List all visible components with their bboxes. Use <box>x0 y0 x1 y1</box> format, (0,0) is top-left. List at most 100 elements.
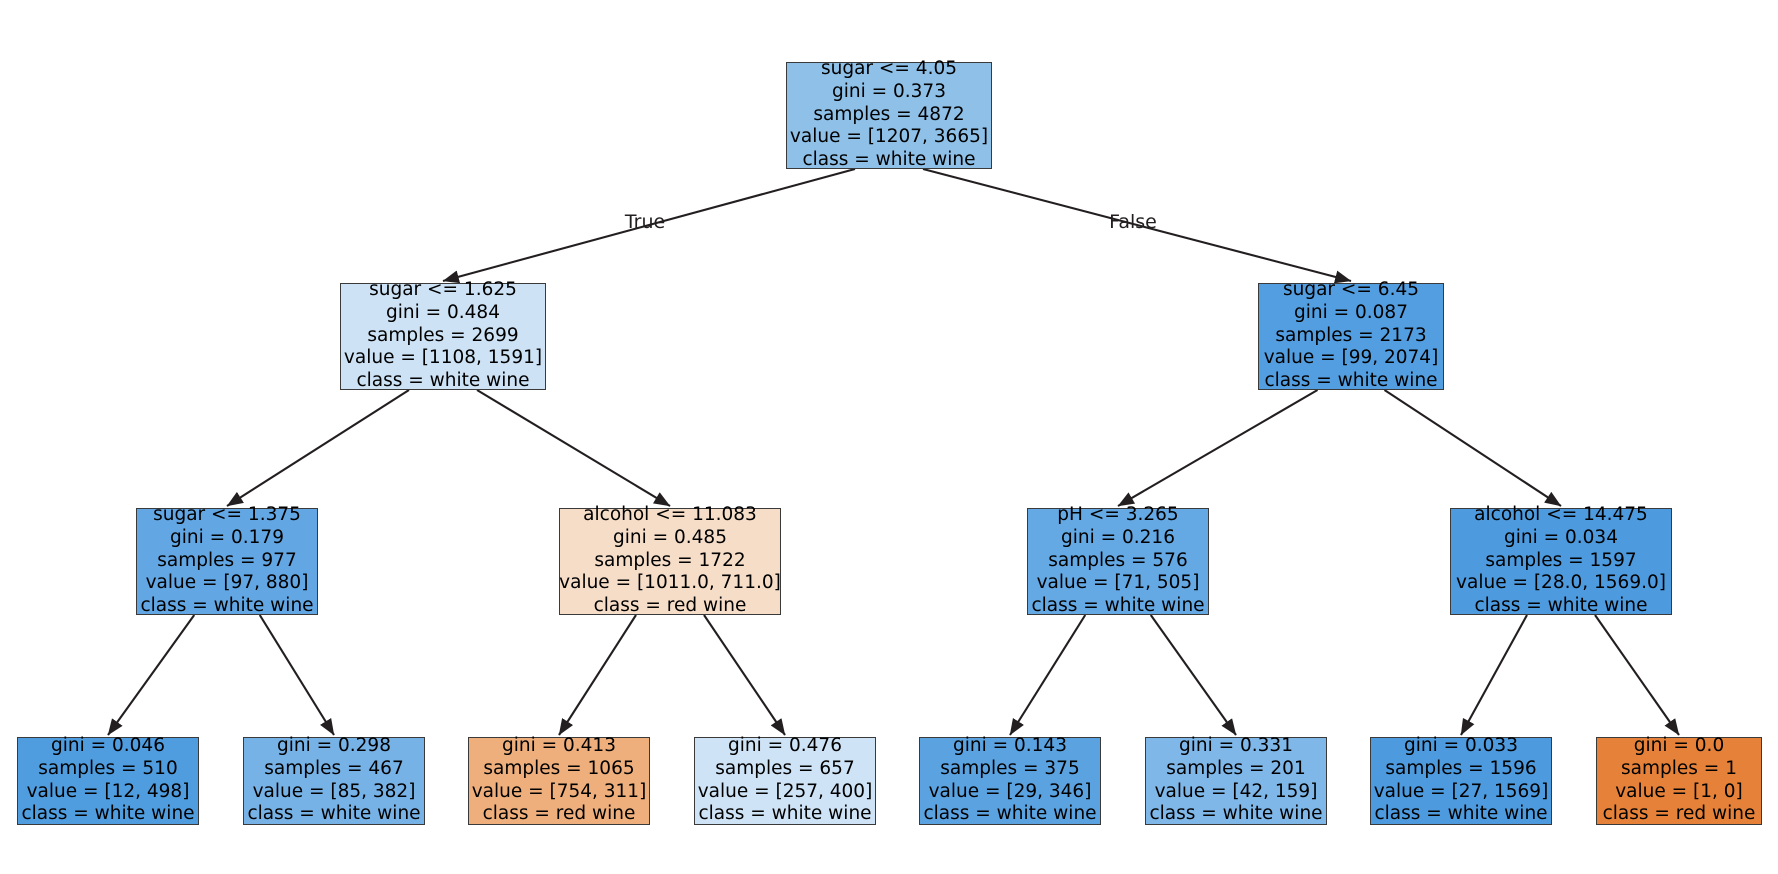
tree-node-line: sugar <= 4.05 <box>820 57 957 79</box>
tree-node-line: value = [1207, 3665] <box>789 126 989 148</box>
tree-node-line: samples = 2699 <box>367 324 519 346</box>
tree-edge <box>107 614 196 736</box>
tree-edge <box>558 614 637 736</box>
tree-node-line: samples = 510 <box>38 757 178 779</box>
tree-node-line: gini = 0.087 <box>1294 301 1408 323</box>
tree-node-line: value = [42, 159] <box>1154 780 1318 802</box>
tree-node-line: gini = 0.331 <box>1179 734 1293 756</box>
tree-node-line: gini = 0.373 <box>832 80 946 102</box>
tree-edge-label: True <box>624 211 665 233</box>
tree-node-line: gini = 0.046 <box>51 734 165 756</box>
tree-node-line: samples = 375 <box>940 757 1080 779</box>
tree-node-line: value = [1011.0, 711.0] <box>559 572 781 594</box>
tree-node-line: class = white wine <box>140 595 314 617</box>
tree-node-line: class = white wine <box>1031 595 1205 617</box>
tree-node-line: samples = 657 <box>715 757 855 779</box>
tree-node-line: alcohol <= 14.475 <box>1474 503 1648 525</box>
tree-node-line: samples = 1596 <box>1385 757 1537 779</box>
tree-node-line: value = [12, 498] <box>26 780 190 802</box>
tree-node-line: value = [1, 0] <box>1615 780 1743 802</box>
tree-edge-label: False <box>1109 211 1157 233</box>
tree-node-line: value = [257, 400] <box>697 780 873 802</box>
tree-node-line: class = white wine <box>802 149 976 171</box>
tree-node-line: samples = 576 <box>1048 549 1188 571</box>
tree-node-line: value = [754, 311] <box>471 780 647 802</box>
tree-edge <box>442 167 856 284</box>
tree-node-line: gini = 0.034 <box>1504 526 1618 548</box>
tree-node-line: value = [1108, 1591] <box>343 347 543 369</box>
tree-node-line: gini = 0.484 <box>386 301 500 323</box>
tree-node-line: class = white wine <box>1474 595 1648 617</box>
tree-node-line: samples = 2173 <box>1275 324 1427 346</box>
tree-node-line: samples = 467 <box>264 757 404 779</box>
tree-node-line: class = white wine <box>698 803 872 825</box>
tree-node-line: gini = 0.413 <box>502 734 616 756</box>
tree-node-line: gini = 0.179 <box>170 526 284 548</box>
tree-node-line: value = [99, 2074] <box>1263 347 1439 369</box>
tree-edge <box>1383 389 1562 507</box>
tree-node-line: value = [27, 1569] <box>1373 780 1549 802</box>
tree-node-line: gini = 0.298 <box>277 734 391 756</box>
tree-edge <box>476 389 671 507</box>
tree-node-line: sugar <= 6.45 <box>1282 278 1419 300</box>
tree-node-line: class = white wine <box>1264 370 1438 392</box>
tree-node-line: gini = 0.033 <box>1404 734 1518 756</box>
tree-node-line: value = [71, 505] <box>1036 572 1200 594</box>
tree-node-line: sugar <= 1.375 <box>153 503 301 525</box>
tree-node-line: class = red wine <box>1602 803 1756 825</box>
tree-node-line: class = red wine <box>593 595 747 617</box>
tree-node-line: pH <= 3.265 <box>1057 503 1179 525</box>
tree-node-line: gini = 0.216 <box>1061 526 1175 548</box>
tree-node-line: value = [28.0, 1569.0] <box>1456 572 1666 594</box>
tree-edge <box>922 167 1352 284</box>
tree-edge <box>703 614 786 736</box>
tree-node-line: class = white wine <box>247 803 421 825</box>
tree-node-line: value = [97, 880] <box>145 572 309 594</box>
tree-edge <box>1009 614 1087 736</box>
tree-edge <box>1460 614 1528 736</box>
tree-node-line: value = [85, 382] <box>252 780 416 802</box>
tree-node-line: samples = 1 <box>1621 757 1737 779</box>
tree-node-line: class = white wine <box>1149 803 1323 825</box>
tree-node-line: gini = 0.485 <box>613 526 727 548</box>
tree-node-line: samples = 1065 <box>483 757 635 779</box>
tree-edge <box>258 614 335 736</box>
tree-node-line: gini = 0.0 <box>1633 734 1725 756</box>
tree-edge <box>226 389 410 507</box>
tree-node-line: class = white wine <box>21 803 195 825</box>
tree-node-line: samples = 1722 <box>594 549 746 571</box>
tree-node-line: class = white wine <box>923 803 1097 825</box>
tree-node-line: samples = 4872 <box>813 103 965 125</box>
tree-edge <box>1117 389 1319 507</box>
tree-node-line: class = red wine <box>482 803 636 825</box>
tree-node-line: samples = 201 <box>1166 757 1306 779</box>
tree-node-line: class = white wine <box>1374 803 1548 825</box>
tree-node-line: alcohol <= 11.083 <box>583 503 757 525</box>
tree-node-line: value = [29, 346] <box>928 780 1092 802</box>
tree-edge <box>1149 614 1237 736</box>
tree-node-line: gini = 0.476 <box>728 734 842 756</box>
tree-node-line: sugar <= 1.625 <box>369 278 517 300</box>
tree-edges <box>107 167 1680 736</box>
tree-node-line: gini = 0.143 <box>953 734 1067 756</box>
tree-edge-labels: True False <box>624 211 1157 233</box>
tree-node-line: samples = 1597 <box>1485 549 1637 571</box>
tree-node-line: class = white wine <box>356 370 530 392</box>
